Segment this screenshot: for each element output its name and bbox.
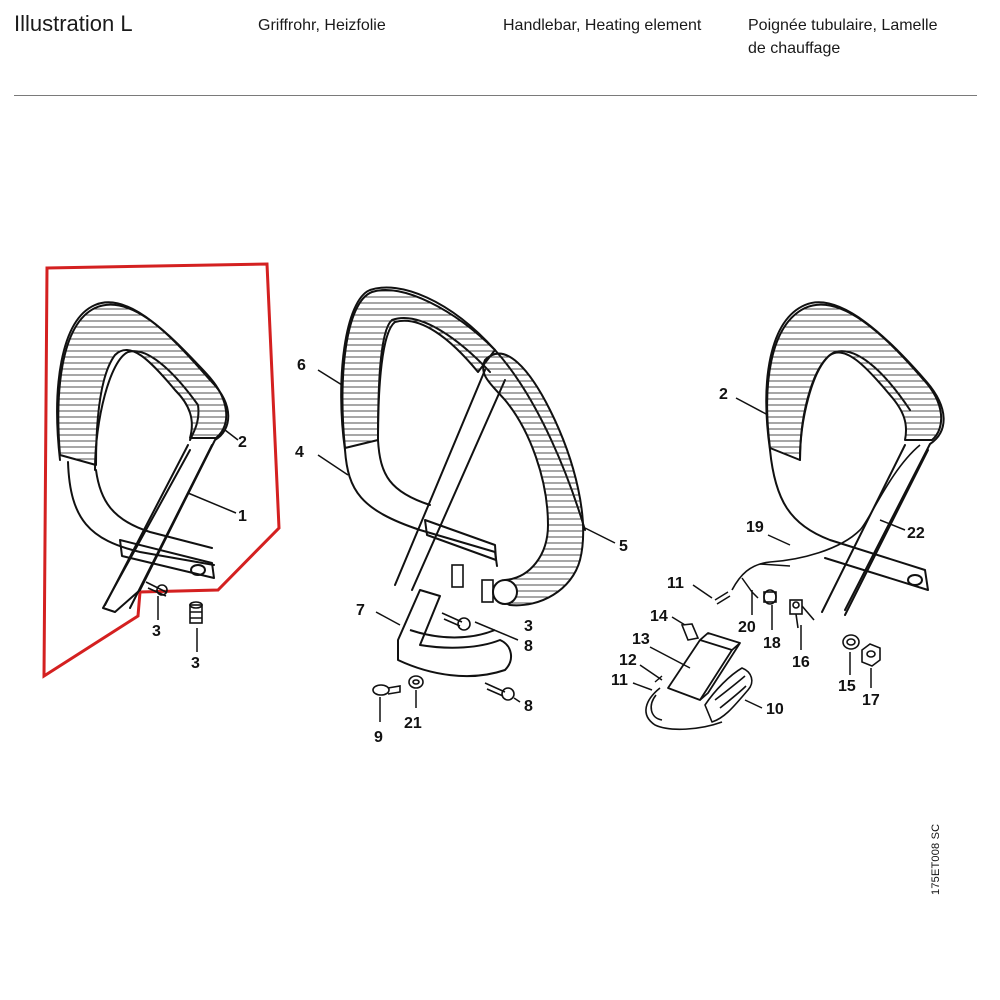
plug-part-18[interactable] (763, 589, 777, 605)
illustration-title: Illustration L (14, 11, 133, 36)
nut-part-17[interactable] (861, 643, 881, 667)
callout-12: 12 (619, 652, 637, 669)
callout-9: 9 (374, 729, 383, 746)
callout-20: 20 (738, 619, 756, 636)
cable-part-19[interactable] (731, 444, 921, 591)
bracket-part-7[interactable] (397, 589, 512, 678)
callout-22: 22 (907, 525, 925, 542)
caption-french-line2: de chauffage (748, 40, 841, 57)
screw-part-8b[interactable] (484, 682, 515, 701)
callout-7: 7 (356, 602, 365, 619)
housing-part-13[interactable] (667, 632, 741, 701)
callout-21: 21 (404, 715, 422, 732)
pin-part-14[interactable] (680, 623, 700, 641)
caption-german: Griffrohr, Heizfolie (258, 17, 386, 34)
callout-8: 8 (524, 698, 533, 715)
callout-13: 13 (632, 631, 650, 648)
bolt-part-9[interactable] (372, 684, 401, 696)
callout-14: 14 (650, 608, 668, 625)
callout-18: 18 (763, 635, 781, 652)
connector-part-11a[interactable] (714, 591, 731, 605)
screw-part-3a[interactable] (145, 581, 168, 597)
callout-1: 1 (238, 508, 247, 525)
callout-11: 11 (611, 672, 628, 689)
handlebar-part-2[interactable] (765, 301, 945, 616)
screw-part-3[interactable] (451, 564, 494, 603)
callout-3: 3 (191, 655, 200, 672)
callout-19: 19 (746, 519, 764, 536)
callout-10: 10 (766, 701, 784, 718)
caption-english: Handlebar, Heating element (503, 17, 702, 34)
terminal-part-12[interactable] (654, 675, 663, 683)
callout-3: 3 (524, 618, 533, 635)
handlebar-part-4[interactable] (340, 286, 586, 591)
handlebar-assembly-middle[interactable]: 6 4 5 7 3 8 8 9 21 (295, 286, 628, 747)
heating-element-part-10[interactable] (645, 667, 753, 731)
callout-15: 15 (838, 678, 856, 695)
callout-5: 5 (619, 538, 628, 555)
header-divider (14, 95, 977, 96)
drawing-reference-code: 175ET008 SC (930, 823, 942, 895)
callout-3: 3 (152, 623, 161, 640)
heated-handlebar-assembly[interactable]: 2 22 19 11 20 18 16 14 13 12 11 10 15 17 (611, 301, 945, 731)
callout-16: 16 (792, 654, 810, 671)
highlighted-assembly[interactable]: 2 1 3 3 (42, 262, 281, 679)
screw-part-3b[interactable] (189, 601, 203, 624)
caption-french-line1: Poignée tubulaire, Lamelle (748, 17, 938, 34)
callout-2: 2 (719, 386, 728, 403)
screw-part-8a[interactable] (441, 612, 471, 631)
callout-17: 17 (862, 692, 880, 709)
callout-11: 11 (667, 575, 684, 592)
switch-part-16[interactable] (789, 599, 815, 629)
selection-outline (42, 262, 281, 679)
callout-6: 6 (297, 357, 306, 374)
grip-sleeve-part-5[interactable] (482, 352, 585, 607)
connector-part-20[interactable] (741, 577, 759, 599)
callout-8: 8 (524, 638, 533, 655)
washer-part-21[interactable] (408, 675, 424, 689)
washer-part-15[interactable] (842, 634, 860, 650)
callout-4: 4 (295, 444, 304, 461)
callout-2: 2 (238, 434, 247, 451)
caption-french: Poignée tubulaire, Lamelle de chauffage (748, 14, 937, 60)
handlebar-part-1[interactable] (56, 301, 230, 613)
